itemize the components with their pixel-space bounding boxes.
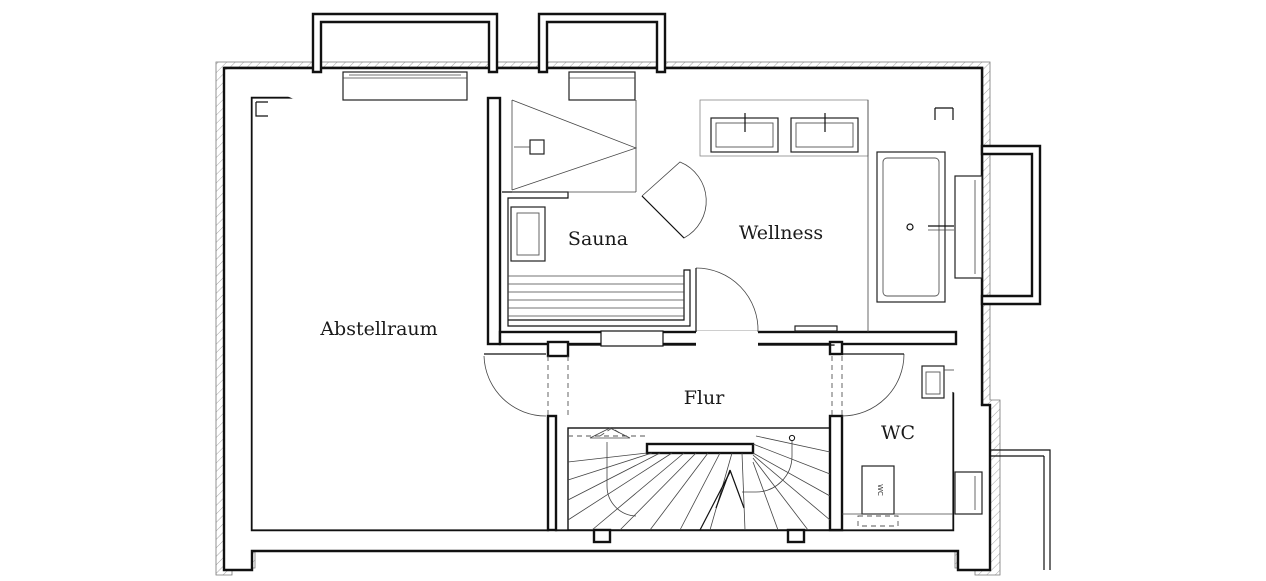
bathtub: [867, 100, 954, 332]
toilet-tag: WC: [876, 484, 884, 496]
window-bay-left: [311, 12, 499, 101]
wellness-door: [695, 267, 838, 333]
double-sink: [699, 99, 869, 157]
window-side-lower: [954, 449, 1051, 570]
abstellraum-door: [483, 353, 569, 417]
toilet: [861, 465, 895, 515]
room-label-abstellraum: Abstellraum: [319, 318, 437, 340]
window-bay-side: [954, 144, 1042, 306]
room-label-flur: Flur: [684, 387, 725, 409]
staircase: [567, 427, 831, 531]
corner-mark-left: [255, 101, 268, 117]
door-openings: [600, 330, 758, 347]
room-label-sauna: Sauna: [568, 228, 628, 250]
sauna-cabin: [502, 99, 707, 327]
wc-fixtures: WC: [842, 365, 954, 527]
wc-door: [831, 353, 905, 417]
room-label-wellness: Wellness: [739, 222, 823, 244]
window-bay-right: [537, 12, 667, 101]
room-label-wc: WC: [881, 422, 915, 444]
corner-mark-right: [934, 107, 954, 120]
